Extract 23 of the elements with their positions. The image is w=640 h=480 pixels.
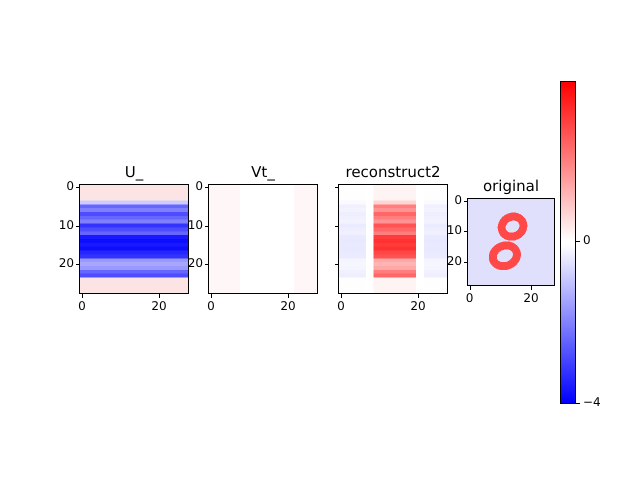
tick-label: 20 [410,299,426,313]
tick-label: 20 [151,299,167,313]
tick-label: 0 [78,299,86,313]
tick-label: 0 [195,178,203,193]
tick-label: 20 [188,256,203,270]
tick-label: 0 [583,233,591,247]
tick-label: 0 [466,291,474,305]
tick-label: 20 [280,299,296,313]
tick-label: 0 [337,299,345,313]
tick-label: 10 [188,218,203,232]
plot-title: reconstruct2 [345,163,441,181]
tick-label: 20 [58,256,74,270]
tick-label: 20 [446,254,462,268]
tick-label: 10 [446,223,462,238]
tick-label: 0 [207,299,215,313]
tick-label: −4 [583,395,601,409]
plot-title: original [482,177,540,195]
plot-title: U_ [124,163,144,181]
tick-label: 10 [58,218,74,232]
tick-label: 0 [66,178,74,193]
plot-title: Vt_ [251,163,275,181]
tick-label: 0 [454,192,462,207]
tick-label: 20 [523,291,539,305]
